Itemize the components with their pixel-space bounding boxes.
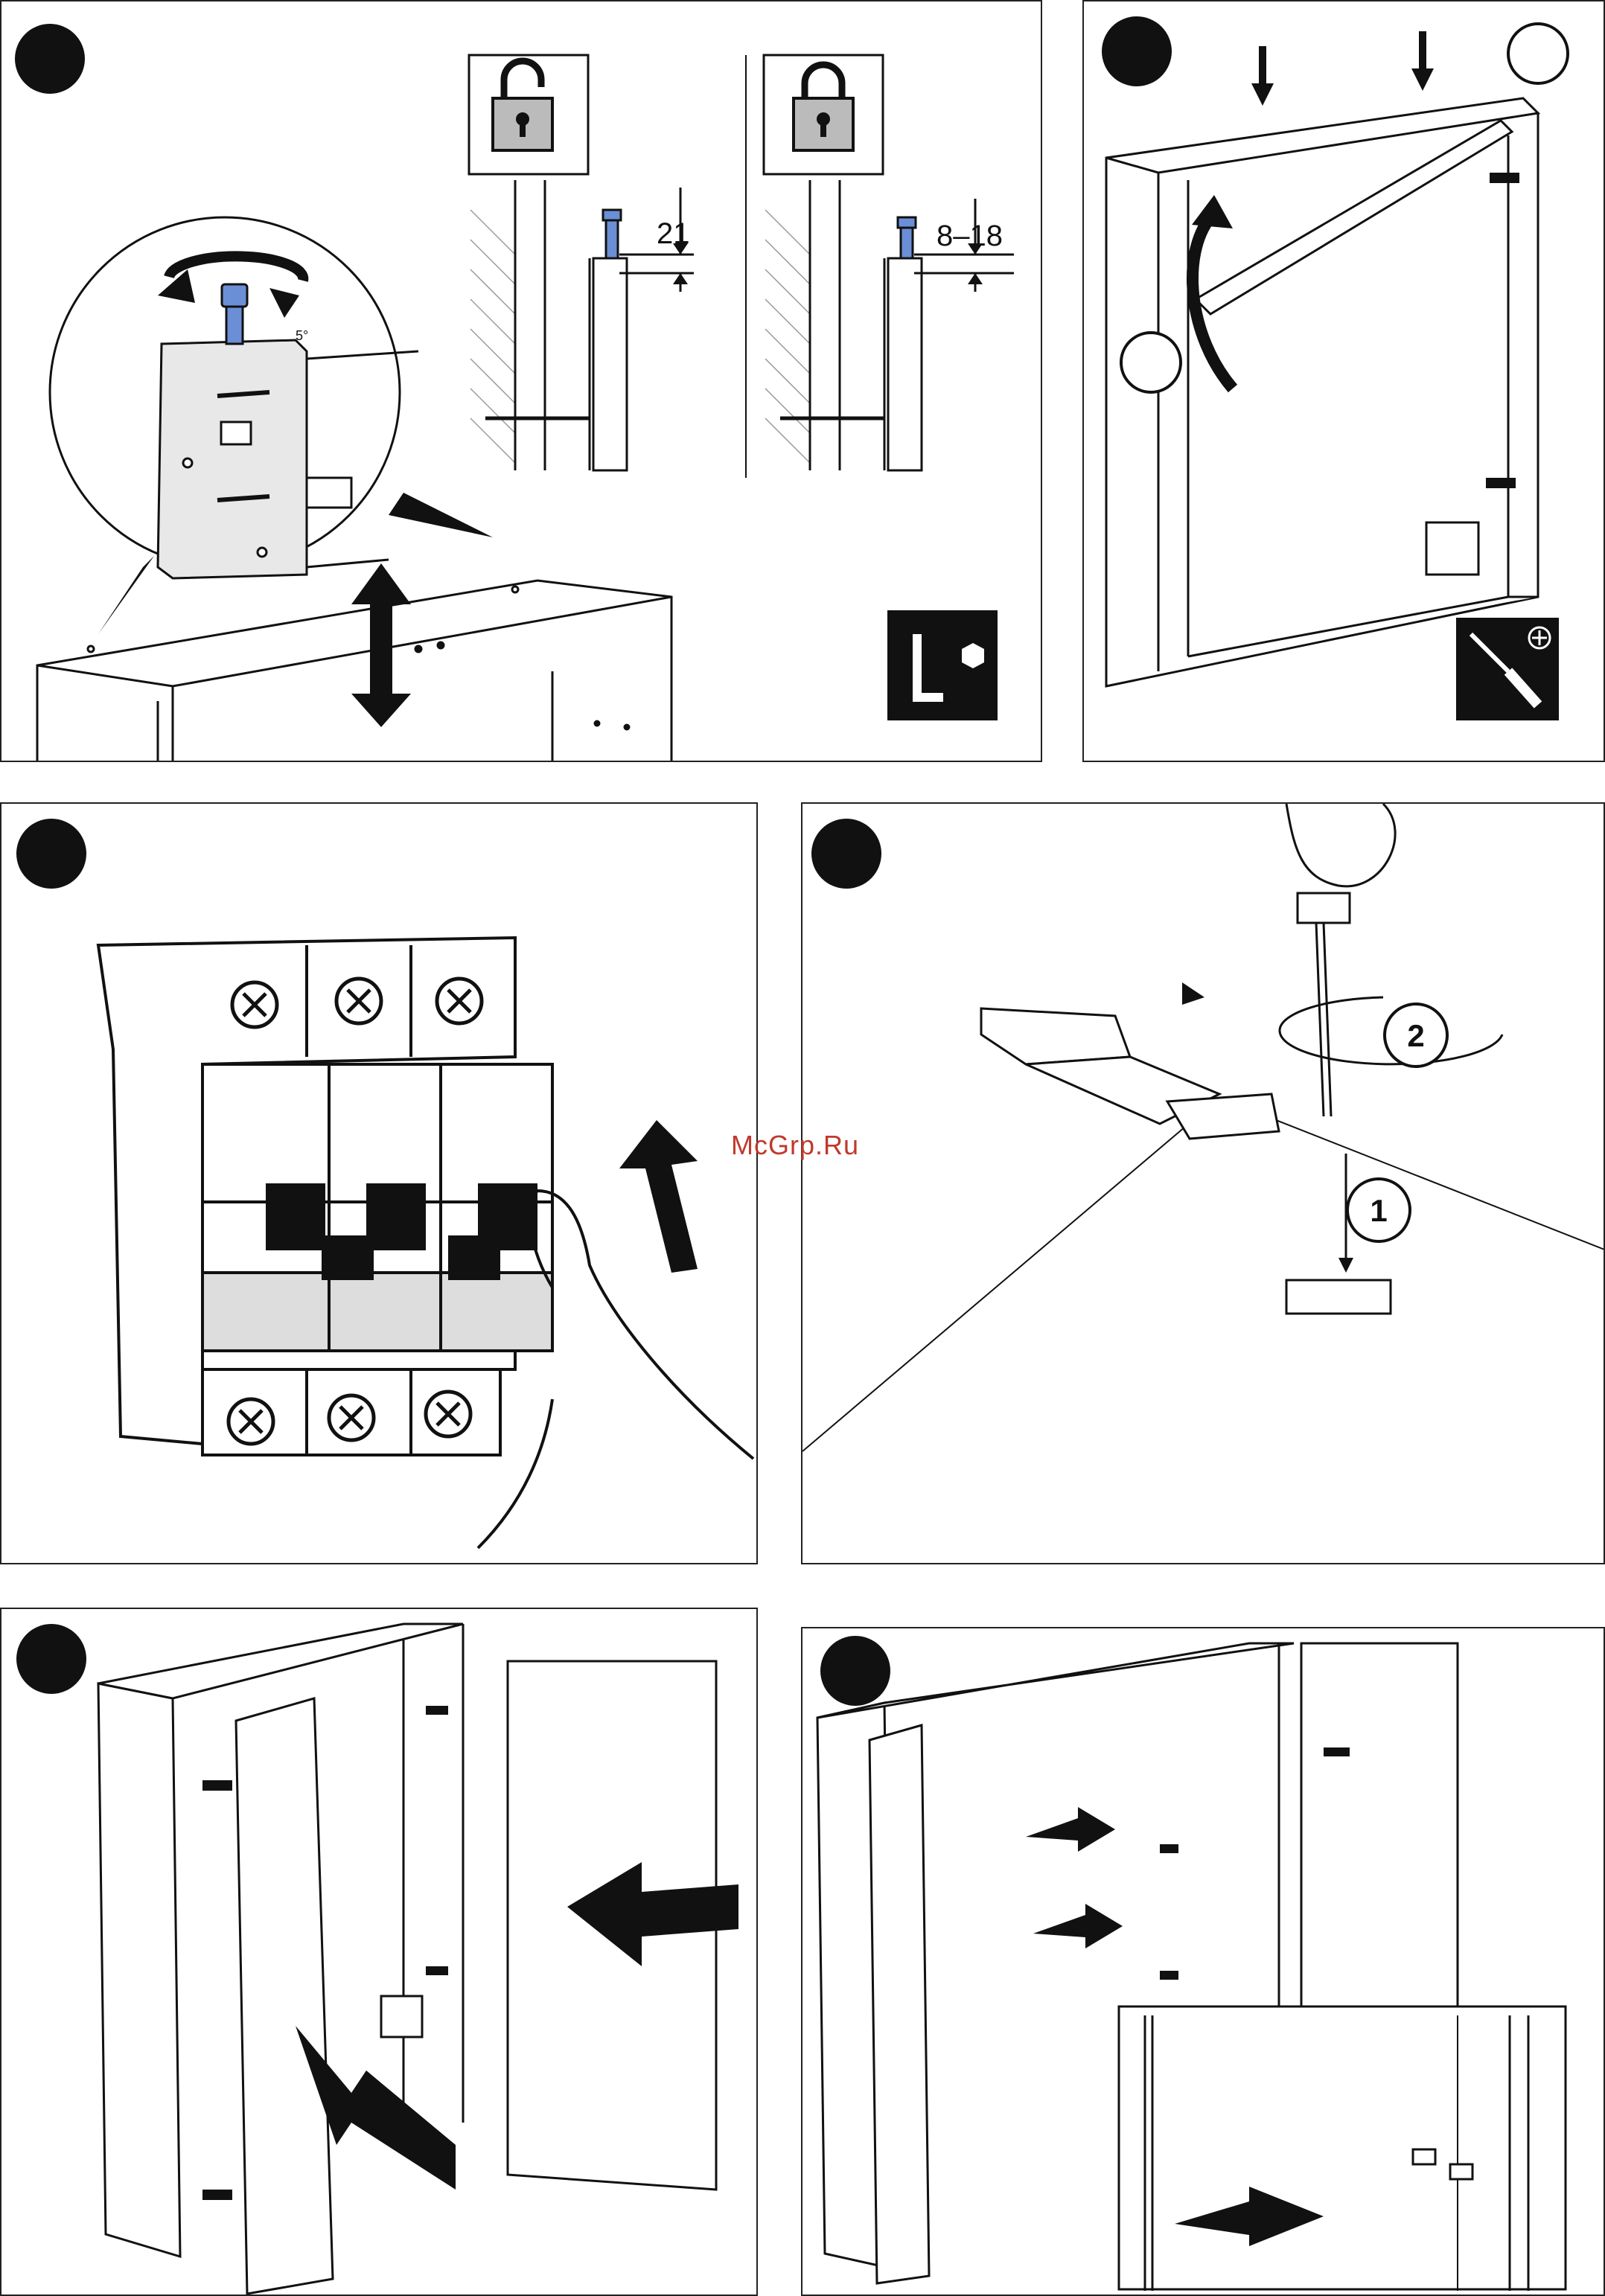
hex-key-icon xyxy=(887,610,998,720)
panel-hinge: 2 1 xyxy=(801,802,1605,1564)
panel-4-illustration: 2 1 xyxy=(802,804,1605,1564)
phillips-screwdriver-icon xyxy=(1456,618,1559,720)
plus-marker xyxy=(1508,24,1568,83)
step-badge-5 xyxy=(16,1624,86,1694)
dimension-open: 21 xyxy=(657,217,690,250)
panel-1-illustration: 5° xyxy=(1,1,1042,762)
step-number-2: 2 xyxy=(1407,1018,1424,1053)
panel-2-illustration xyxy=(1084,1,1605,762)
cabinet-top xyxy=(37,581,671,762)
panel-6-illustration xyxy=(802,1628,1605,2296)
minus-marker xyxy=(1121,333,1181,392)
angle-label: 5° xyxy=(296,328,308,343)
up-arrow-icon xyxy=(619,1120,698,1273)
inset-detail xyxy=(1119,2006,1566,2291)
panel-height-adjustment: 5° xyxy=(0,0,1042,762)
step-badge-1 xyxy=(15,24,85,94)
dimension-locked: 8–18 xyxy=(936,220,1003,252)
step-badge-4 xyxy=(811,819,881,889)
step-badge-6 xyxy=(820,1636,890,1706)
watermark: McGrp.Ru xyxy=(731,1130,859,1161)
zoom-bubble: 5° xyxy=(50,217,493,634)
panel-5-illustration xyxy=(1,1609,758,2296)
panel-cover-screws xyxy=(1082,0,1605,762)
step-badge-2 xyxy=(1102,16,1172,86)
step-number-1: 1 xyxy=(1370,1193,1387,1228)
screwdriver xyxy=(1286,804,1395,1116)
step-badge-3 xyxy=(16,819,86,889)
detail-locked: 8–18 xyxy=(764,55,1014,470)
arrow-right-icon xyxy=(1033,1904,1123,1948)
arrow-right-icon xyxy=(1026,1807,1115,1852)
adjust-screw-icon xyxy=(222,284,247,307)
panel-circuit-breaker xyxy=(0,802,758,1564)
panel-door-mount xyxy=(0,1608,758,2296)
detail-unlocked: 21 xyxy=(469,55,694,470)
panel-3-illustration xyxy=(1,804,758,1564)
panel-door-adjust xyxy=(801,1627,1605,2296)
